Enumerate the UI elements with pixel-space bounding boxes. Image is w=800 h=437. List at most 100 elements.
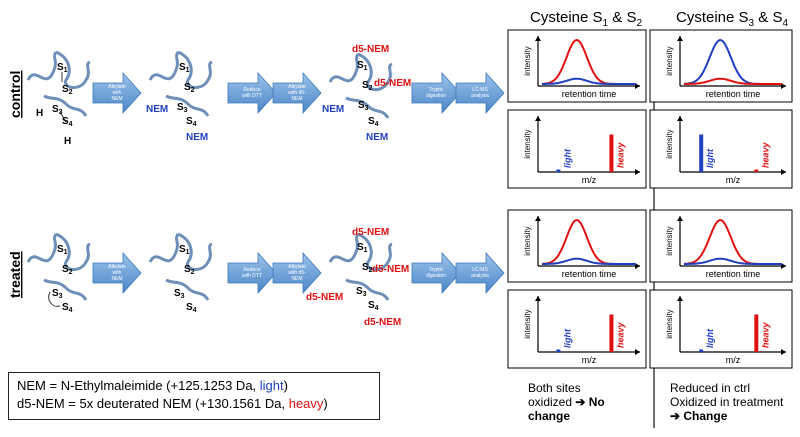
bar-label-light: light (705, 148, 715, 168)
svg-text:S2: S2 (362, 262, 373, 274)
y-axis-arrow (677, 36, 683, 41)
bar-light (699, 349, 704, 352)
bar-heavy (754, 169, 759, 172)
svg-text:S4: S4 (368, 116, 379, 128)
svg-text:NEM: NEM (186, 132, 208, 143)
x-axis-label: m/z (582, 175, 597, 185)
bar-heavy (609, 134, 614, 172)
svg-text:S3: S3 (177, 102, 188, 114)
y-axis-arrow (535, 296, 541, 301)
column-header-s1-s2: Cysteine S1 & S2 (530, 9, 642, 29)
svg-text:S1: S1 (357, 60, 368, 72)
x-axis-arrow (635, 169, 640, 175)
control-protein-native: S1 S2 S3 S4 H H (26, 50, 91, 147)
svg-text:S4: S4 (62, 302, 73, 314)
y-axis-arrow (535, 36, 541, 41)
bar-heavy (609, 314, 614, 352)
control-S3S4-spectrum: intensity m/z light heavy (649, 109, 793, 189)
svg-text:S4: S4 (186, 302, 197, 314)
series-light (542, 257, 636, 265)
panel-frame (649, 209, 793, 283)
svg-text:d5-NEM: d5-NEM (372, 264, 409, 275)
svg-text:H: H (64, 136, 71, 147)
treated-protein-nem: S1 S2 S3 S4 (148, 232, 213, 314)
x-axis-label: retention time (562, 89, 617, 99)
svg-text:d5-NEM: d5-NEM (306, 292, 343, 303)
x-axis-arrow (781, 169, 786, 175)
row-label-treated: treated (7, 251, 23, 298)
summary-s3-s4: Reduced in ctrl Oxidized in treatment ➔ … (670, 381, 784, 423)
svg-text:H: H (36, 108, 43, 119)
svg-text:S2: S2 (62, 264, 73, 276)
x-axis-label: retention time (706, 89, 761, 99)
svg-text:d5-NEM: d5-NEM (374, 78, 411, 89)
x-axis-arrow (635, 83, 640, 89)
summary-s1-s2: Both sites oxidized ➔ No change (528, 381, 605, 423)
x-axis-label: retention time (706, 269, 761, 279)
svg-text:S2: S2 (62, 84, 73, 96)
bar-light (556, 349, 561, 352)
svg-text:d5-NEM: d5-NEM (352, 44, 389, 55)
svg-text:S4: S4 (186, 116, 197, 128)
y-axis-label: intensity (665, 129, 674, 158)
row-label-control: control (7, 71, 23, 118)
bar-label-light: light (705, 328, 715, 348)
svg-text:S3: S3 (52, 104, 63, 116)
svg-text:d5-NEM: d5-NEM (352, 227, 389, 238)
x-axis-arrow (635, 263, 640, 269)
panel-frame (649, 289, 793, 369)
y-axis-arrow (677, 296, 683, 301)
series-heavy (684, 77, 782, 85)
control-protein-labeled: S1 S2 S3 S4 d5-NEM d5-NEM NEM NEM (322, 44, 411, 143)
svg-text:S2: S2 (362, 80, 373, 92)
svg-text:NEM: NEM (366, 132, 388, 143)
svg-text:d5-NEM: d5-NEM (364, 317, 401, 328)
x-axis-label: m/z (582, 355, 597, 365)
bar-label-heavy: heavy (760, 141, 770, 168)
treated-S1S2-chromatogram: intensity retention time (507, 209, 647, 283)
x-axis-arrow (781, 263, 786, 269)
bar-label-heavy: heavy (760, 321, 770, 348)
svg-text:S1: S1 (57, 62, 68, 74)
svg-text:S4: S4 (368, 300, 379, 312)
x-axis-arrow (635, 349, 640, 355)
svg-text:S3: S3 (174, 288, 185, 300)
panel-frame (507, 289, 647, 369)
x-axis-label: m/z (726, 175, 741, 185)
panel-frame (507, 209, 647, 283)
y-axis-arrow (677, 216, 683, 221)
y-axis-arrow (535, 116, 541, 121)
y-axis-label: intensity (523, 226, 532, 255)
svg-text:S1: S1 (179, 244, 190, 256)
svg-text:S4: S4 (62, 116, 73, 128)
panel-frame (649, 29, 793, 103)
ms-panels: intensity retention time intensity m/z light… (507, 29, 793, 369)
y-axis-label: intensity (523, 309, 532, 338)
svg-text:NEM: NEM (322, 104, 344, 115)
svg-text:S3: S3 (358, 100, 369, 112)
series-light (684, 257, 782, 265)
bar-label-heavy: heavy (615, 141, 625, 168)
y-axis-label: intensity (665, 309, 674, 338)
treated-protein-labeled: S1 S2 S3 S4 d5-NEM d5-NEM d5-NEM d5-NEM (306, 227, 409, 328)
legend-box: NEM = N-Ethylmaleimide (+125.1253 Da, li… (8, 372, 380, 420)
svg-text:NEM: NEM (146, 104, 168, 115)
x-axis-label: retention time (562, 269, 617, 279)
